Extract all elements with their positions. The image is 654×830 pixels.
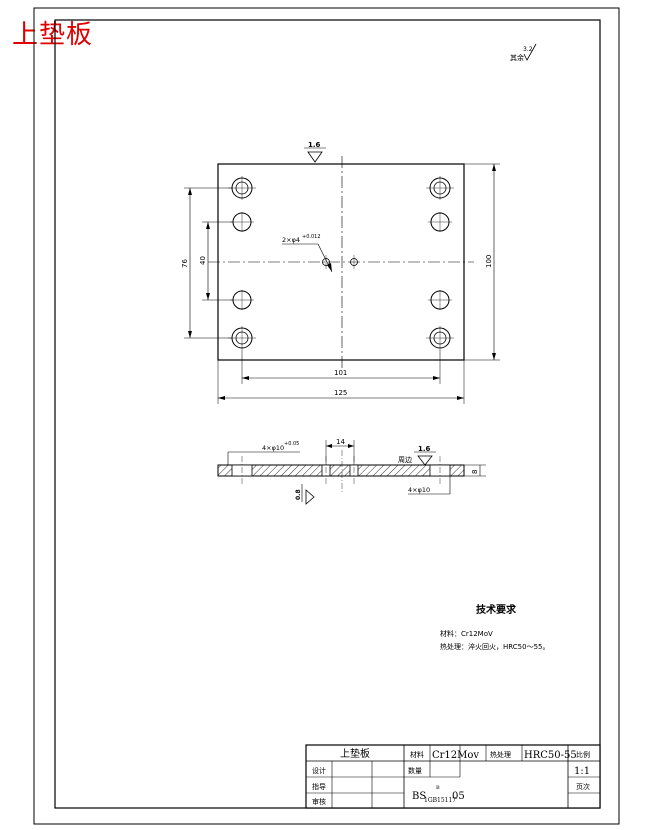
inner-frame [54, 19, 601, 809]
tb-code-end: 05 [452, 791, 465, 802]
tb-material-value: Cr12Mov [432, 750, 479, 761]
tb-drawn-label: 指导 [312, 782, 326, 791]
dim-height: 100 [464, 163, 500, 361]
hole-top-right [426, 176, 454, 200]
svg-text:101: 101 [334, 369, 347, 377]
tb-hardness: HRC50-55 [524, 750, 577, 761]
tb-qty-label: 数量 [408, 766, 422, 775]
svg-text:76: 76 [181, 259, 189, 268]
section-plate [217, 464, 465, 477]
roughness-symbol-bottom: 0.8 [295, 484, 315, 505]
svg-text:其余: 其余 [510, 53, 524, 62]
top-view: 2×φ4 +0.012 1.6 101 125 [181, 141, 500, 404]
svg-text:1.6: 1.6 [418, 445, 431, 453]
svg-text:40: 40 [199, 256, 207, 265]
tb-heat-label: 热处理 [490, 750, 511, 759]
tb-material-label: 材料 [410, 750, 424, 759]
hole-inner-bottom-left [230, 290, 254, 310]
title-block: 上垫板 材料 Cr12Mov 热处理 HRC50-55 比例 设计 数量 1:1… [305, 744, 601, 809]
svg-text:125: 125 [334, 389, 347, 397]
hole-bottom-right [426, 326, 454, 350]
svg-text:+0.012: +0.012 [302, 234, 321, 240]
svg-text:+0.05: +0.05 [284, 441, 299, 447]
corner-roughness-symbol: 其余 3.2 [510, 43, 537, 62]
svg-text:4×φ10: 4×φ10 [262, 444, 284, 452]
svg-text:8: 8 [471, 470, 479, 474]
svg-text:4×φ10: 4×φ10 [408, 486, 430, 494]
hole-bottom-left [228, 326, 256, 350]
tb-scale-label: 比例 [576, 750, 590, 759]
dim-hole-span: 101 [241, 350, 441, 384]
outer-frame [33, 7, 620, 825]
tb-code-sup: B [436, 785, 440, 791]
tech-line-material: 材料：Cr12MoV [440, 629, 493, 638]
svg-text:3.2: 3.2 [523, 46, 533, 53]
dim-center-14: 14 [325, 438, 355, 464]
section-hole-note: 4×φ10 +0.05 [227, 441, 300, 465]
dim-thickness: 8 [464, 464, 486, 477]
section-bottom-note: 4×φ10 [408, 476, 451, 495]
hole-inner-bottom-right [428, 290, 452, 310]
section-view: 4×φ10 +0.05 14 周边 1.6 8 [217, 438, 486, 505]
hole-inner-top-right [428, 212, 452, 232]
dim-outer-holes: 76 [181, 187, 232, 339]
technical-requirements: 技术要求 材料：Cr12MoV 热处理：淬火回火，HRC50～55。 [440, 603, 549, 651]
tb-design-label: 设计 [312, 766, 326, 775]
tb-review-label: 审核 [312, 797, 326, 806]
svg-text:0.8: 0.8 [295, 489, 302, 500]
tb-code-sub: 1GB15117 [424, 797, 456, 804]
svg-text:周边: 周边 [398, 455, 412, 464]
pin-hole-note: 2×φ4 +0.012 [282, 234, 333, 273]
tech-title: 技术要求 [476, 603, 517, 616]
svg-text:100: 100 [485, 255, 493, 268]
tb-code-main: BS [412, 791, 426, 802]
dim-inner-holes: 40 [199, 221, 233, 301]
pin-hole-left [322, 255, 330, 269]
drawing-title: 上垫板 [12, 20, 94, 50]
hole-top-left [228, 176, 256, 200]
roughness-symbol-top: 1.6 [304, 141, 326, 163]
hole-inner-top-left [230, 212, 254, 232]
svg-text:2×φ4: 2×φ4 [282, 236, 300, 244]
tech-line-heat: 热处理：淬火回火，HRC50～55。 [440, 642, 549, 651]
svg-text:1.6: 1.6 [308, 141, 321, 149]
pin-hole-right [350, 255, 358, 269]
dim-width: 125 [217, 360, 465, 404]
tb-scale-value: 1:1 [574, 766, 590, 777]
tb-part-name: 上垫板 [340, 747, 370, 760]
svg-text:14: 14 [336, 438, 345, 446]
tb-sheet-label: 页次 [576, 782, 590, 791]
section-roughness: 周边 1.6 [398, 445, 436, 466]
